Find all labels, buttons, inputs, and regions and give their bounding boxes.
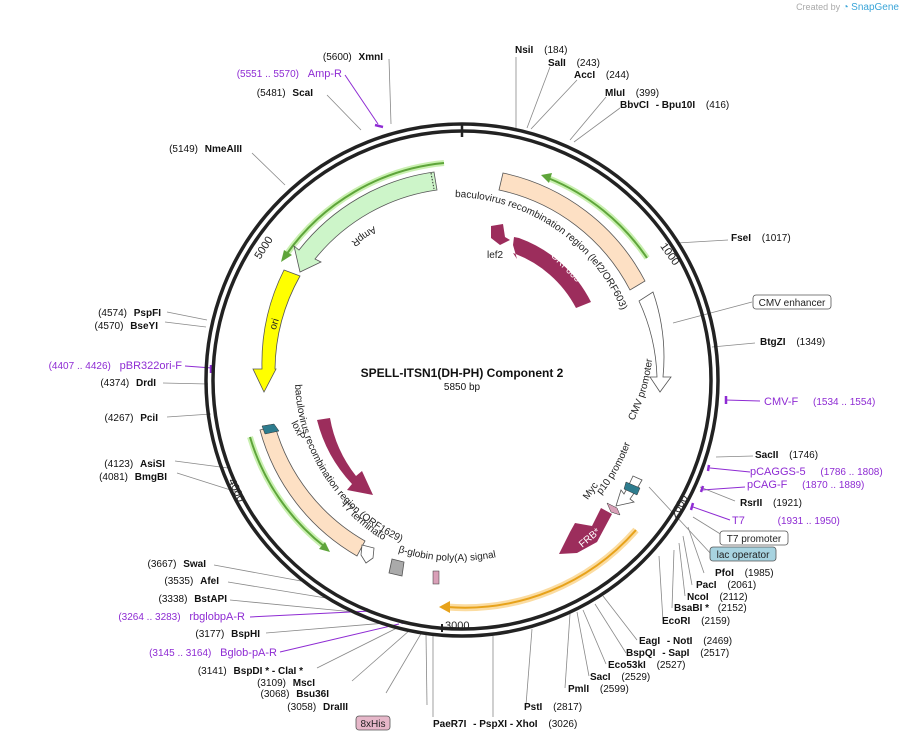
site-nmeaiii: (5149) NmeAIII (169, 144, 242, 155)
orf-highlight-arc (446, 527, 639, 612)
beta-globin-feature (388, 558, 405, 577)
site-btgzi: BtgZI (1349) (760, 337, 825, 348)
lef2-label: lef2 (487, 250, 504, 261)
site-psti: PstI (2817) (524, 702, 582, 713)
ori-feature (252, 269, 301, 393)
site-pspfi: (4574) PspFI (98, 308, 161, 319)
his-tag-feature (432, 570, 440, 585)
primer-pcaggs-5: pCAGGS-5 (1786 .. 1808) (750, 466, 883, 478)
site-bsu36i: (3068) Bsu36I (261, 689, 330, 700)
frb-feature (559, 508, 612, 554)
primer-bglob-pa-r: (3145 .. 3164) Bglob-pA-R (149, 647, 277, 659)
t7-terminator-feature (360, 544, 375, 564)
site-ecori: EcoRI (2159) (662, 616, 730, 627)
site-pmli: PmlI (2599) (568, 684, 629, 695)
t7-promoter-box: T7 promoter (727, 534, 782, 545)
primer-cmv-f: CMV-F (1534 .. 1554) (764, 396, 875, 408)
site-eco53ki: Eco53kI (2527) (608, 660, 686, 671)
orf603-feature (513, 237, 591, 308)
boxed-labels: CMV enhancer T7 promoter lac operator 8x… (355, 294, 832, 731)
ampr-label: AmpR (349, 224, 378, 249)
site-bspdi: (3141) BspDI * - ClaI * (198, 666, 303, 677)
tick-3000: 3000 (445, 620, 469, 632)
site-bsabi: BsaBI * (2152) (674, 603, 747, 614)
snapgene-logo-icon: ◔ (842, 2, 849, 13)
site-swai: (3667) SwaI (148, 559, 207, 570)
site-drdi: (4374) DrdI (100, 378, 156, 389)
cmv-enhancer-box: CMV enhancer (759, 298, 826, 309)
site-sali: SalI (243) (548, 58, 600, 69)
credit-brand: SnapGene (851, 2, 899, 13)
beta-globin-label: β-globin poly(A) signal (397, 544, 497, 564)
site-saci: SacI (2529) (590, 672, 650, 683)
primer-pcag-f: pCAG-F (1870 .. 1889) (747, 479, 864, 491)
site-paci: PacI (2061) (696, 580, 756, 591)
orf-arc-arrow (439, 601, 450, 613)
primer-rbglobpa-r: (3264 .. 3283) rbglobpA-R (118, 611, 245, 623)
site-pfoi: PfoI (1985) (715, 568, 774, 579)
t7-terminator-label: T7 terminator (0, 0, 388, 543)
site-rsrii: RsrII (1921) (740, 498, 802, 509)
site-paer7i: PaeR7I - PspXI - XhoI (3026) (433, 719, 577, 730)
site-bstapi: (3338) BstAPI (159, 594, 228, 605)
lac-operator-box: lac operator (717, 550, 770, 561)
tick-2000: 2000 (668, 493, 691, 520)
bac-right-feature (498, 172, 646, 291)
cmv-promoter-label: CMV promoter (626, 357, 655, 422)
primer-labels: (5551 .. 5570) Amp-R (4407 .. 4426) pBR3… (49, 68, 883, 659)
site-pcii: (4267) PciI (105, 413, 159, 424)
site-fsei: FseI (1017) (731, 233, 791, 244)
site-scai: (5481) ScaI (257, 88, 313, 99)
snapgene-credit: Created by ◔ SnapGene (796, 2, 899, 13)
site-bmgbi: (4081) BmgBI (99, 472, 167, 483)
site-bseyi: (4570) BseYI (95, 321, 159, 332)
site-msci: (3109) MscI (257, 678, 315, 689)
bac-left-label: baculovirus recombination region (ORF162… (292, 384, 404, 545)
ori-label: ori (268, 317, 282, 331)
leader-lines (162, 57, 756, 717)
site-bbvci: BbvCI - Bpu10I (416) (620, 100, 729, 111)
site-draiii: (3058) DraIII (287, 702, 348, 713)
myc-tag-feature (623, 481, 641, 496)
tick-4000: 4000 (225, 477, 246, 504)
cmv-promoter-feature (638, 291, 672, 393)
ampr-arc-arrow (281, 250, 292, 262)
his-tag-box: 8xHis (360, 719, 385, 730)
site-nsii: NsiI (184) (515, 45, 567, 56)
site-acci: AccI (244) (574, 70, 629, 81)
left-enzyme-labels: (5600) XmnI (5481) ScaI (5149) NmeAIII (… (95, 52, 384, 713)
loxp-feature (261, 423, 280, 435)
lef2-feature (491, 224, 510, 245)
primer-t7: T7 (1931 .. 1950) (732, 515, 840, 527)
credit-prefix: Created by (796, 2, 841, 12)
site-sacii: SacII (1746) (755, 450, 818, 461)
right-enzyme-labels: NsiI (184) SalI (243) AccI (244) MluI (3… (433, 45, 825, 730)
primer-pbr322ori-f: (4407 .. 4426) pBR322ori-F (49, 360, 183, 372)
site-afei: (3535) AfeI (164, 576, 219, 587)
bac-left-feature (259, 425, 366, 557)
site-bspqi: BspQI - SapI (2517) (626, 648, 729, 659)
site-asisi: (4123) AsiSI (104, 459, 165, 470)
site-xmni: (5600) XmnI (323, 52, 383, 63)
site-ncoi: NcoI (2112) (687, 592, 748, 603)
small-pink-feature (606, 502, 621, 516)
orf1629-feature (317, 418, 373, 495)
site-mlui: MluI (399) (605, 88, 659, 99)
site-bsphi: (3177) BspHI (195, 629, 260, 640)
plasmid-size: 5850 bp (444, 382, 481, 393)
site-eagi: EagI - NotI (2469) (639, 636, 732, 647)
plasmid-name: SPELL-ITSN1(DH-PH) Component 2 (361, 366, 564, 380)
ampr-feature (293, 171, 438, 273)
primer-amp-r: (5551 .. 5570) Amp-R (237, 68, 342, 80)
